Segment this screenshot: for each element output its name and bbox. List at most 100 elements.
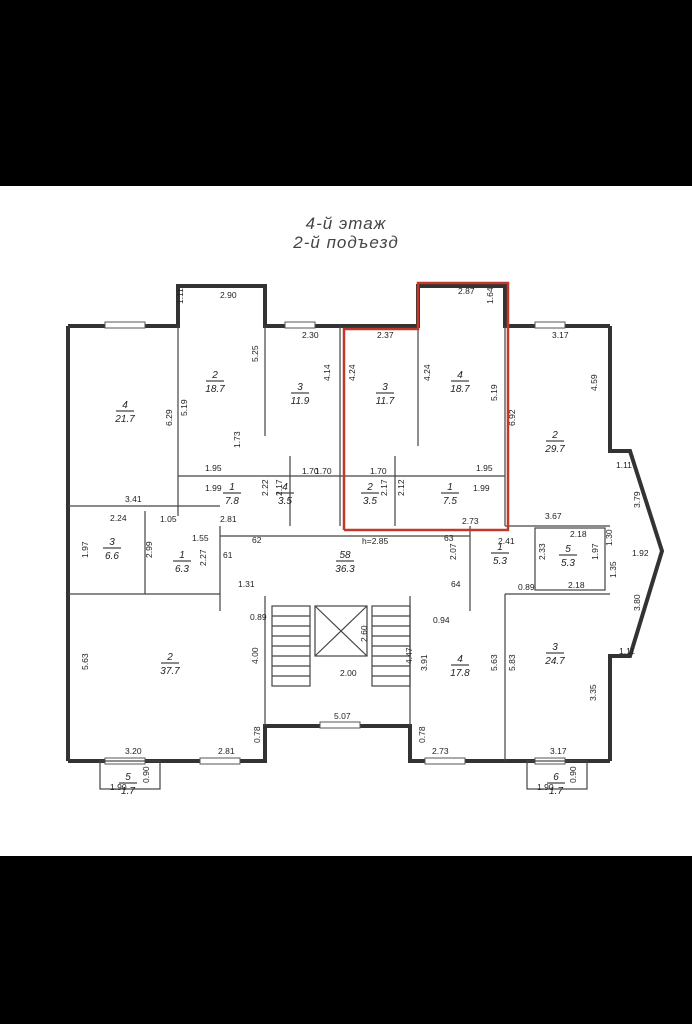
dimension-label: 1.30 bbox=[604, 529, 614, 546]
dimension-label: 4.59 bbox=[589, 374, 599, 391]
dimension-label: 2.17 bbox=[274, 479, 284, 496]
room-number: 2 bbox=[551, 430, 558, 441]
dimension-label: 2.60 bbox=[359, 625, 369, 642]
dimension-label: 2.73 bbox=[432, 746, 449, 756]
dimension-label: 0.78 bbox=[417, 726, 427, 743]
dimension-label: 2.81 bbox=[220, 514, 237, 524]
room-area: 17.8 bbox=[450, 668, 470, 679]
dimension-label: 1.11 bbox=[619, 646, 635, 656]
room-area: 5.3 bbox=[493, 556, 507, 567]
dimension-label: 2.12 bbox=[396, 479, 406, 496]
dimension-label: 1.11 bbox=[616, 460, 632, 470]
dimension-label: 2.81 bbox=[218, 746, 235, 756]
dimension-label: 5.25 bbox=[250, 345, 260, 362]
dimension-label: 6.92 bbox=[507, 409, 517, 426]
dimension-label: 2.27 bbox=[198, 549, 208, 566]
dimension-label: 2.07 bbox=[448, 543, 458, 560]
dimension-label: 5.83 bbox=[507, 654, 517, 671]
floor-title: 4-й этаж bbox=[305, 214, 387, 233]
dimension-label: 1.70 bbox=[370, 466, 387, 476]
dimension-label: 0.78 bbox=[252, 726, 262, 743]
dimension-label: 1.70 bbox=[302, 466, 319, 476]
dimension-label: 4.24 bbox=[347, 364, 357, 381]
room-area: 1.7 bbox=[549, 786, 563, 797]
room-number: 2 bbox=[211, 370, 218, 381]
room-area: 6.3 bbox=[175, 564, 189, 575]
room-number: 2 bbox=[366, 482, 373, 493]
dimension-label: 2.37 bbox=[377, 330, 394, 340]
room-number: 1 bbox=[447, 482, 453, 493]
dimension-label: 2.22 bbox=[260, 479, 270, 496]
room-number: 1 bbox=[229, 482, 235, 493]
room-number: 5 bbox=[125, 772, 131, 783]
room-area: 37.7 bbox=[160, 666, 180, 677]
room-area: 18.7 bbox=[450, 384, 470, 395]
dimension-label: 1.64 bbox=[485, 287, 495, 304]
dimension-label: 4.24 bbox=[422, 364, 432, 381]
room-area: 5.3 bbox=[561, 558, 575, 569]
dimension-label: 1.05 bbox=[160, 514, 177, 524]
dimension-label: 1.55 bbox=[192, 533, 209, 543]
dimension-label: 61 bbox=[223, 550, 233, 560]
room-number: 1 bbox=[179, 550, 185, 561]
dimension-label: 3.41 bbox=[125, 494, 142, 504]
dimension-label: 4.47 bbox=[404, 647, 414, 664]
dimension-label: 2.30 bbox=[302, 330, 319, 340]
dimension-label: 5.63 bbox=[489, 654, 499, 671]
room-area: 21.7 bbox=[114, 414, 135, 425]
room-area: 36.3 bbox=[335, 564, 355, 575]
dimension-label: 64 bbox=[451, 579, 461, 589]
highlighted-apartment-outline bbox=[342, 281, 510, 532]
dimension-label: 4.14 bbox=[322, 364, 332, 381]
room-area: 3.5 bbox=[363, 496, 377, 507]
room-area: 7.5 bbox=[443, 496, 457, 507]
room-number: 5 bbox=[565, 544, 571, 555]
ceiling-height-label: h=2.85 bbox=[362, 536, 389, 546]
room-area: 11.7 bbox=[376, 396, 395, 407]
room-area: 18.7 bbox=[205, 384, 225, 395]
dimension-label: 3.17 bbox=[550, 746, 567, 756]
dimension-label: 3.80 bbox=[632, 594, 642, 611]
dimension-label: 2.33 bbox=[537, 543, 547, 560]
dimension-label: 4.00 bbox=[250, 647, 260, 664]
dimension-label: 63 bbox=[444, 533, 454, 543]
dimension-label: 0.89 bbox=[250, 612, 267, 622]
room-area: 7.8 bbox=[225, 496, 239, 507]
room-number: 6 bbox=[553, 772, 559, 783]
dimension-label: 0.89 bbox=[518, 582, 535, 592]
room-number: 4 bbox=[457, 654, 463, 665]
room-number: 4 bbox=[122, 400, 128, 411]
room-number: 58 bbox=[339, 550, 351, 561]
dimension-label: 2.73 bbox=[462, 516, 479, 526]
dimension-label: 5.19 bbox=[489, 384, 499, 401]
dimension-label: 1.95 bbox=[205, 463, 222, 473]
exterior-walls bbox=[66, 284, 665, 763]
entrance-title: 2-й подъезд bbox=[293, 233, 399, 252]
dimension-label: 1.97 bbox=[590, 543, 600, 560]
dimension-label: 1.97 bbox=[80, 541, 90, 558]
balconies bbox=[99, 760, 588, 790]
room-area: 24.7 bbox=[544, 656, 565, 667]
dimension-label: 5.07 bbox=[334, 711, 351, 721]
floor-plan-sheet: 4-й этаж 2-й подъезд bbox=[0, 186, 692, 856]
room-number: 2 bbox=[166, 652, 173, 663]
room-area: 11.9 bbox=[291, 396, 310, 407]
dimension-label: 2.18 bbox=[568, 580, 585, 590]
dimension-labels: 2.90 1.11 2.30 2.37 2.87 1.64 3.17 5.19 6.29 5.25… bbox=[80, 286, 649, 792]
dimension-label: 0.90 bbox=[568, 766, 578, 783]
dimension-label: 2.90 bbox=[220, 290, 237, 300]
dimension-label: 3.17 bbox=[552, 330, 569, 340]
dimension-label: 6.29 bbox=[164, 409, 174, 426]
dimension-label: 2.87 bbox=[458, 286, 475, 296]
room-number: 3 bbox=[109, 537, 115, 548]
dimension-label: 3.79 bbox=[632, 491, 642, 508]
room-number: 3 bbox=[297, 382, 303, 393]
room-area: 3.5 bbox=[278, 496, 292, 507]
room-number: 3 bbox=[552, 642, 558, 653]
dimension-label: 1.95 bbox=[476, 463, 493, 473]
dimension-label: 3.91 bbox=[419, 654, 429, 671]
dimension-label: 2.24 bbox=[110, 513, 127, 523]
dimension-label: 1.90 bbox=[537, 782, 554, 792]
room-area: 29.7 bbox=[544, 444, 565, 455]
